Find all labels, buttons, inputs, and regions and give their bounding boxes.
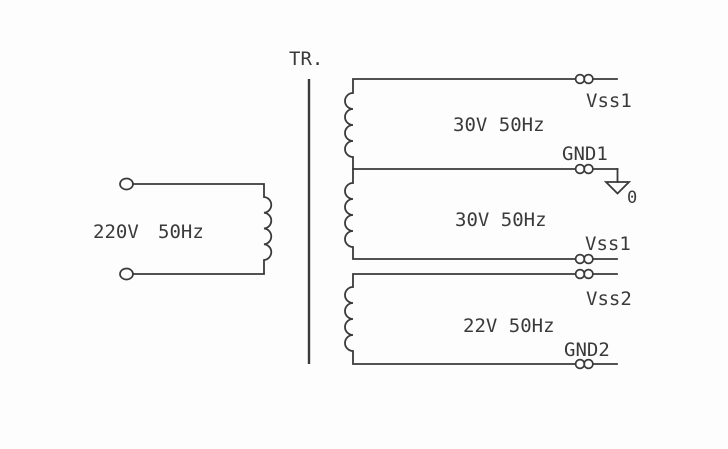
pin-circle xyxy=(574,253,586,265)
winding1-rating-label: 30V 50Hz xyxy=(453,114,545,136)
ground-icon xyxy=(603,168,632,195)
connector-pin-icon-gnd2 xyxy=(574,358,618,370)
pin-circle xyxy=(583,268,594,280)
primary-winding: 220V 50Hz xyxy=(93,177,273,281)
winding3-gnd-terminal-label: GND2 xyxy=(564,339,610,361)
secondary-winding-1-2: Vss1 30V 50Hz GND1 0 30V 50Hz Vss1 xyxy=(344,73,637,265)
connector-pin-icon-vss1-bottom xyxy=(574,253,618,265)
pin-circle xyxy=(583,163,594,175)
connector-pin-icon-vss2 xyxy=(574,268,618,280)
pin-circle xyxy=(574,73,586,85)
primary-voltage-label: 220V xyxy=(93,221,139,243)
pin-circle xyxy=(583,358,594,370)
ground-triangle xyxy=(603,181,632,195)
connector-pin-icon-vss1-top xyxy=(574,73,618,85)
winding2-rating-label: 30V 50Hz xyxy=(455,209,547,231)
winding2-bottom-terminal-label: Vss1 xyxy=(585,233,631,255)
pin-circle xyxy=(574,268,586,280)
pin-circle xyxy=(574,163,586,175)
secondary-winding-3: Vss2 22V 50Hz GND2 xyxy=(344,268,632,370)
pin-circle xyxy=(583,253,594,265)
primary-frequency-label: 50Hz xyxy=(158,221,204,243)
pin-circle xyxy=(583,73,594,85)
transformer-designator-label: TR. xyxy=(289,48,323,70)
primary-terminal-bottom-icon xyxy=(119,267,134,281)
winding1-top-terminal-label: Vss1 xyxy=(586,90,632,112)
secondary-coil-1-2 xyxy=(344,78,576,260)
primary-coil xyxy=(132,183,273,275)
primary-terminal-top-icon xyxy=(119,177,134,191)
connector-pin-icon-gnd1 xyxy=(574,163,619,175)
ground-reference-label: 0 xyxy=(627,188,637,208)
winding3-rating-label: 22V 50Hz xyxy=(463,315,555,337)
secondary-coil-3 xyxy=(344,273,576,365)
winding3-top-terminal-label: Vss2 xyxy=(586,288,632,310)
winding1-gnd-terminal-label: GND1 xyxy=(562,143,608,165)
